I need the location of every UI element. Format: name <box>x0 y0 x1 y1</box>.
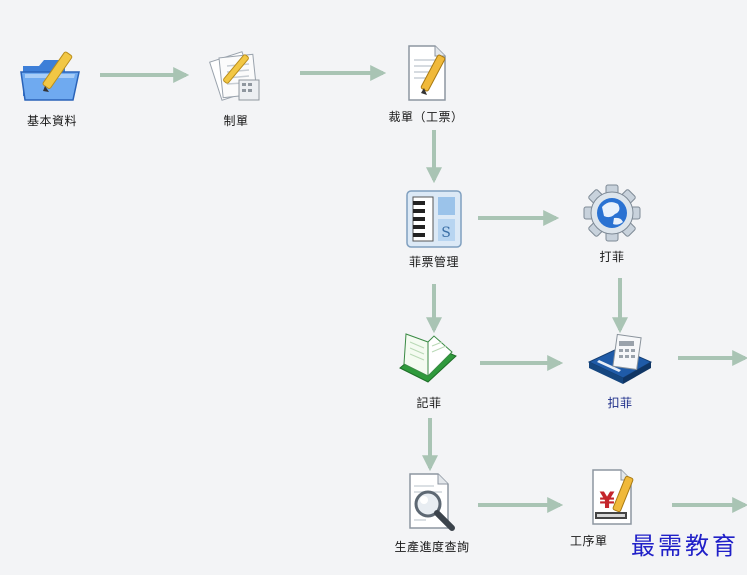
watermark-text: 最需教育 <box>631 532 739 560</box>
node-label: 基本資料 <box>26 114 77 128</box>
magnifier-document-icon <box>409 473 455 531</box>
node-ticket-management[interactable]: S 菲票管理 <box>379 189 489 270</box>
node-print-ticket[interactable]: 打菲 <box>557 182 667 265</box>
piano-panel-icon: S <box>406 190 462 248</box>
folder-pencil-icon <box>20 51 80 101</box>
node-record-ticket[interactable]: 記菲 <box>374 330 484 411</box>
node-basic-data[interactable]: 基本資料 <box>0 46 107 129</box>
yen-document-icon: ¥ <box>592 469 634 525</box>
node-label: 打菲 <box>599 250 625 264</box>
node-label: 記菲 <box>416 396 442 410</box>
svg-text:S: S <box>441 225 451 241</box>
open-book-icon <box>399 333 457 383</box>
node-label: 生產進度查詢 <box>394 540 470 554</box>
node-work-order[interactable]: ¥ 工序單 <box>558 466 668 549</box>
node-cutting-ticket[interactable]: 裁單（工票） <box>371 42 481 125</box>
node-label: 裁單（工票） <box>388 110 464 124</box>
documents-pencil-icon <box>209 51 260 101</box>
gear-globe-icon <box>583 184 641 242</box>
svg-text:¥: ¥ <box>599 489 615 514</box>
node-make-order[interactable]: 制單 <box>181 46 291 129</box>
node-label: 扣菲 <box>607 396 633 410</box>
scanner-calculator-icon <box>587 333 653 384</box>
node-label: 制單 <box>223 114 249 128</box>
node-label: 工序單 <box>570 534 608 548</box>
node-progress-query[interactable]: 生產進度查詢 <box>377 472 487 555</box>
node-label: 菲票管理 <box>408 255 459 269</box>
document-pencil-icon <box>408 45 446 101</box>
node-deduct-ticket[interactable]: 扣菲 <box>565 332 675 411</box>
